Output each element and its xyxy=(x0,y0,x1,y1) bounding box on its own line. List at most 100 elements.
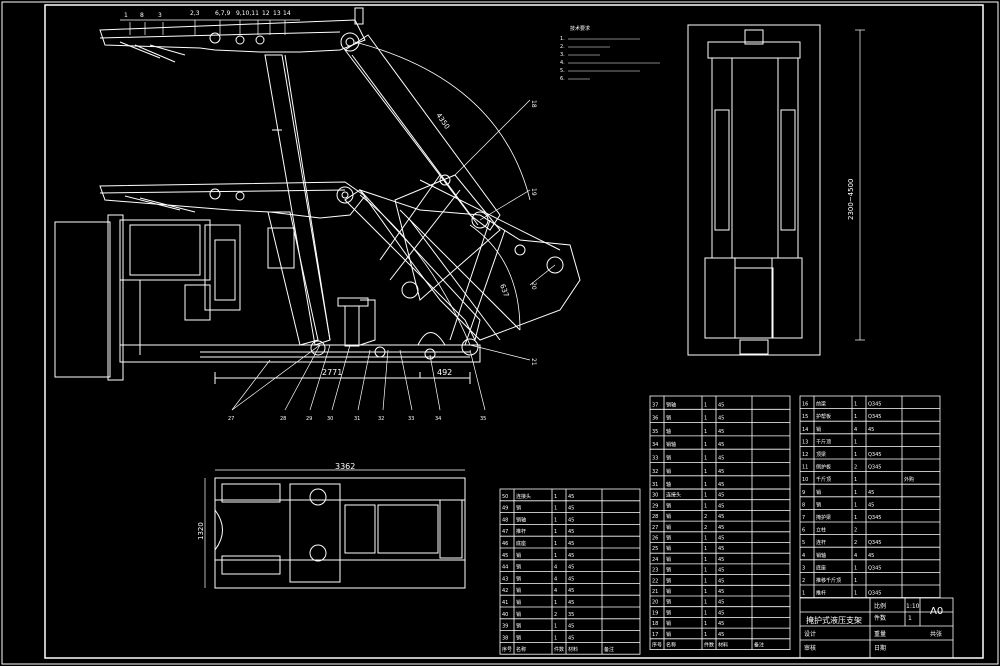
bom-cell-mat: 45 xyxy=(568,494,574,500)
bom-cell-qty: 1 xyxy=(704,621,707,627)
callout-label: 18 xyxy=(530,100,537,108)
bom-cell-name: 销 xyxy=(816,489,821,496)
bom-cell-qty: 1 xyxy=(854,402,857,408)
shield-beam-raised xyxy=(344,34,501,231)
bom-cell-no: 序号 xyxy=(502,646,512,653)
bom-cell-name: 销 xyxy=(516,623,521,630)
bom-cell-qty: 1 xyxy=(554,553,557,559)
bom-cell-note: 备注 xyxy=(604,646,614,653)
bom-cell-qty: 2 xyxy=(854,465,857,471)
bom-cell-name: 销 xyxy=(666,588,671,595)
bom-cell-qty: 1 xyxy=(704,632,707,638)
bom-cell-no: 47 xyxy=(502,529,508,535)
bom-cell-name: 掩护梁 xyxy=(816,514,831,521)
callout-label: 6,7,9 xyxy=(215,10,230,17)
bom-cell-no: 17 xyxy=(652,632,658,638)
bom-cell-mat: 45 xyxy=(718,482,724,488)
dim-side-height: 2300~4500 xyxy=(847,179,855,221)
bom-cell-qty: 4 xyxy=(854,553,857,559)
bom-cell-mat: 45 xyxy=(568,600,574,606)
drawing-title: 掩护式液压支架 xyxy=(806,615,862,625)
bom-cell-qty: 4 xyxy=(554,576,557,582)
bom-cell-qty: 1 xyxy=(704,442,707,448)
bom-cell-mat: 45 xyxy=(718,621,724,627)
bom-cell-mat: 45 xyxy=(718,493,724,499)
bom-cell-qty: 1 xyxy=(554,517,557,523)
bom-cell-mat: Q345 xyxy=(868,515,881,521)
designer-label: 设计 xyxy=(804,630,816,638)
scale-label: 比例 xyxy=(874,602,886,610)
bom-cell-mat: 35 xyxy=(568,612,574,618)
bom-cell-no: 37 xyxy=(652,402,658,408)
bom-cell-qty: 1 xyxy=(854,477,857,483)
bom-cell-name: 连杆 xyxy=(816,539,826,546)
bom-cell-name: 销 xyxy=(816,426,821,433)
bom-cell-qty: 1 xyxy=(554,635,557,641)
bom-cell-name: 推杆 xyxy=(516,528,526,535)
bom-cell-qty: 4 xyxy=(554,565,557,571)
bom-cell-no: 46 xyxy=(502,541,508,547)
bom-cell-mat: Q345 xyxy=(868,452,881,458)
bom-cell-name: 销 xyxy=(666,513,671,520)
bom-cell-qty: 1 xyxy=(704,456,707,462)
bom-cell-no: 4 xyxy=(802,553,805,559)
dim-plan-width: 1320 xyxy=(197,522,205,540)
technical-notes: 技术要求 1. 2. 3. 4. 5. 6. xyxy=(560,25,660,82)
bom-cell-no: 8 xyxy=(802,502,805,508)
callout-label: 19 xyxy=(530,188,537,196)
callout-label: 8 xyxy=(140,12,144,19)
bom-cell-mat: 45 xyxy=(718,456,724,462)
bom-cell-qty: 2 xyxy=(854,540,857,546)
bom-cell-qty: 2 xyxy=(554,612,557,618)
bom-cell-no: 5 xyxy=(802,540,805,546)
notes-title: 技术要求 xyxy=(570,25,590,32)
bom-cell-mat: 45 xyxy=(568,635,574,641)
parts-list xyxy=(499,395,941,655)
bom-cell-name: 千斤顶 xyxy=(816,438,831,445)
bom-cell-qty: 4 xyxy=(854,427,857,433)
bom-cell-name: 名称 xyxy=(666,642,676,649)
bom-cell-qty: 4 xyxy=(554,588,557,594)
bom-cell-qty: 1 xyxy=(554,600,557,606)
bom-cell-no: 35 xyxy=(652,429,658,435)
note-line: 3. xyxy=(560,52,565,58)
bom-cell-no: 41 xyxy=(502,600,508,606)
bom-cell-no: 42 xyxy=(502,588,508,594)
bom-cell-name: 销 xyxy=(666,535,671,542)
bom-cell-name: 销 xyxy=(666,609,671,616)
bom-cell-no: 26 xyxy=(652,536,658,542)
bom-cell-mat: 45 xyxy=(568,588,574,594)
bom-cell-no: 25 xyxy=(652,546,658,552)
bom-cell-mat: 45 xyxy=(718,557,724,563)
bom-cell-qty: 2 xyxy=(704,525,707,531)
sheet-size: A0 xyxy=(930,606,943,617)
bom-cell-mat: 45 xyxy=(568,506,574,512)
callout-label: 14 xyxy=(283,10,291,17)
bom-cell-qty: 1 xyxy=(704,610,707,616)
bom-cell-no: 16 xyxy=(802,402,808,408)
sheet-value: 1 xyxy=(908,615,912,622)
face-guard-plate xyxy=(54,221,111,378)
bom-cell-qty: 1 xyxy=(854,502,857,508)
callout-label: 9,10,11 xyxy=(236,10,259,17)
bom-cell-mat: 45 xyxy=(568,553,574,559)
bom-cell-qty: 1 xyxy=(704,416,707,422)
bom-cell-name: 销 xyxy=(666,524,671,531)
bom-cell-mat: 45 xyxy=(868,490,874,496)
bom-cell-qty: 1 xyxy=(554,506,557,512)
bom-cell-mat: 45 xyxy=(568,624,574,630)
bom-cell-no: 15 xyxy=(802,414,808,420)
callout-label: 13 xyxy=(273,10,281,17)
callout-label: 35 xyxy=(480,416,486,422)
bom-cell-qty: 1 xyxy=(704,493,707,499)
bom-cell-name: 销 xyxy=(666,545,671,552)
bom-cell-note: 外购 xyxy=(904,476,914,483)
bom-cell-qty: 1 xyxy=(554,541,557,547)
callout-label: 1 xyxy=(124,12,128,19)
bom-cell-no: 29 xyxy=(652,503,658,509)
bom-cell-mat: 45 xyxy=(868,553,874,559)
callout-label: 2,3 xyxy=(190,10,200,17)
callout-label: 27 xyxy=(228,416,234,422)
bom-cell-qty: 1 xyxy=(854,439,857,445)
leg-raised xyxy=(264,54,331,346)
